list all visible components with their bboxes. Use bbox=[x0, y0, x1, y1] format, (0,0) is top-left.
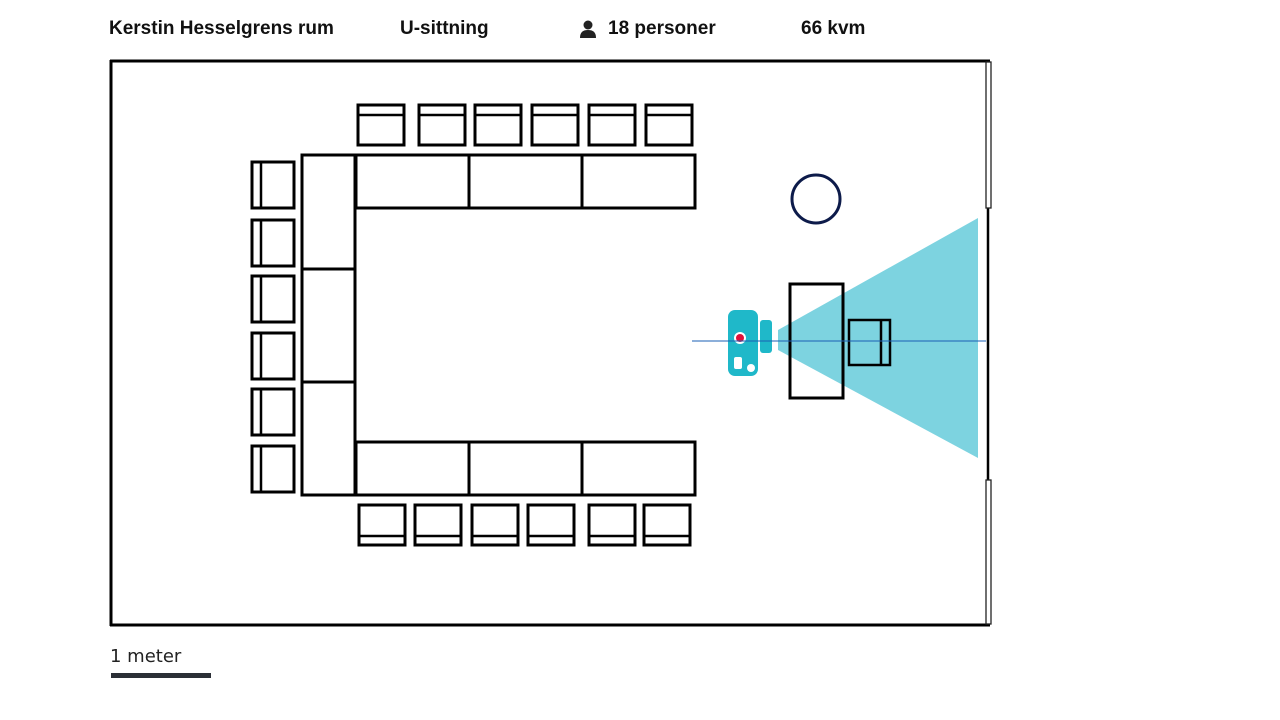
capacity: 18 personer bbox=[578, 18, 716, 40]
chair bbox=[473, 103, 523, 147]
chairs-top bbox=[356, 103, 694, 147]
person-icon bbox=[580, 20, 596, 38]
scale-bar bbox=[111, 673, 211, 678]
room-walls bbox=[109, 59, 990, 627]
table bbox=[580, 153, 697, 210]
table bbox=[354, 153, 471, 210]
chair bbox=[250, 274, 296, 324]
scale-label: 1 meter bbox=[110, 646, 182, 667]
speaker-desk bbox=[847, 318, 892, 367]
chair bbox=[526, 503, 576, 547]
chair bbox=[250, 331, 296, 381]
window-upper bbox=[985, 61, 992, 209]
chair bbox=[250, 160, 296, 210]
chair bbox=[356, 103, 406, 147]
table bbox=[580, 440, 697, 497]
chair bbox=[417, 103, 467, 147]
chair bbox=[470, 503, 520, 547]
table bbox=[300, 380, 357, 497]
window-lower bbox=[985, 479, 992, 625]
projector-icon bbox=[728, 310, 772, 376]
chairs-bottom bbox=[357, 503, 692, 547]
table bbox=[467, 440, 584, 497]
layout-type: U-sittning bbox=[400, 18, 489, 39]
chair bbox=[250, 444, 296, 494]
projection-beam bbox=[778, 218, 978, 458]
chairs-left bbox=[250, 160, 296, 494]
chair bbox=[587, 103, 637, 147]
table bbox=[300, 267, 357, 384]
tables bbox=[300, 153, 697, 497]
table bbox=[300, 153, 357, 271]
chair bbox=[642, 503, 692, 547]
capacity-text: 18 personer bbox=[608, 18, 716, 39]
chair bbox=[413, 503, 463, 547]
room-area: 66 kvm bbox=[801, 18, 866, 39]
chair bbox=[250, 218, 296, 268]
round-object bbox=[790, 173, 842, 225]
chair bbox=[587, 503, 637, 547]
chair bbox=[250, 387, 296, 437]
chair bbox=[644, 103, 694, 147]
chair bbox=[530, 103, 580, 147]
chair bbox=[357, 503, 407, 547]
table bbox=[354, 440, 471, 497]
room-name: Kerstin Hesselgrens rum bbox=[109, 18, 334, 39]
table bbox=[467, 153, 584, 210]
